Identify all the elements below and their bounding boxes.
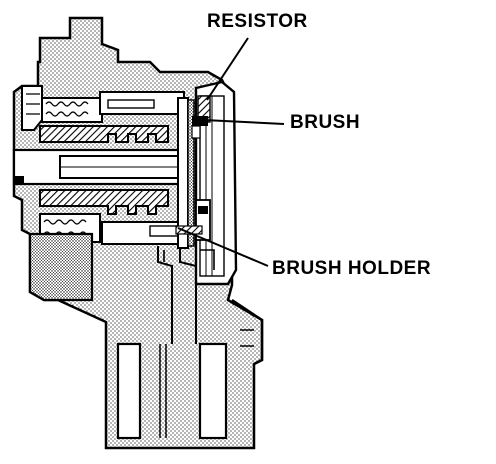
brush-label: BRUSH (290, 112, 361, 133)
connector-rim (231, 299, 264, 366)
resistor-label: RESISTOR (207, 11, 308, 32)
lower-rotor-teeth (39, 189, 169, 215)
brush-holder-leader-line (177, 227, 269, 267)
resistor-leader-line (206, 37, 249, 101)
terminal-lead-2 (179, 248, 197, 410)
brush-holder-label: BRUSH HOLDER (272, 258, 432, 279)
connector-socket-left (116, 342, 142, 440)
lower-left-block (28, 232, 94, 302)
connector-socket-right (198, 342, 228, 440)
brush-leader-line (203, 119, 285, 125)
upper-spring (45, 101, 89, 117)
brush-element (192, 116, 208, 126)
upper-cap (21, 85, 43, 131)
terminal-lead-1 (157, 246, 173, 410)
upper-rotor-teeth (39, 125, 169, 143)
